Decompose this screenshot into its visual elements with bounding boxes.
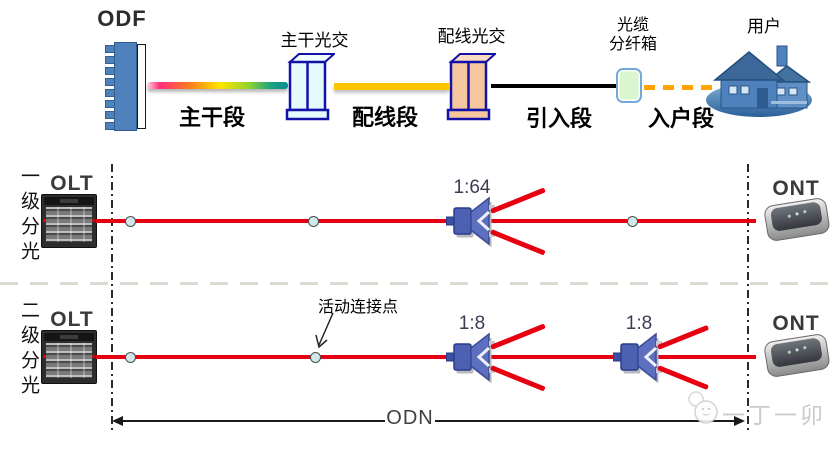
- odn-arrowhead-right: [734, 416, 745, 426]
- user-house-icon: [706, 45, 812, 117]
- row1-connection-dot-3: [627, 216, 638, 227]
- row1-ont-device-icon: [764, 198, 830, 241]
- row1-fiber-line: [96, 219, 756, 223]
- user-label: 用户: [747, 17, 781, 36]
- row1-olt-label: OLT: [50, 172, 94, 195]
- row1-splitter-branch-up: [490, 187, 546, 214]
- row1-side-label: 一级分光: [18, 166, 39, 266]
- trunk-segment-label: 主干段: [179, 105, 246, 130]
- row1-olt-device-icon: [41, 194, 97, 248]
- odf-body: [114, 42, 137, 131]
- row2-splitter1-branch-up: [490, 323, 546, 350]
- odn-arrowhead-left: [112, 416, 123, 426]
- row2-fiber-line: [96, 355, 756, 359]
- active-connection-label: 活动连接点: [318, 299, 399, 316]
- distribution-cabinet-label: 配线光交: [437, 27, 506, 46]
- row1-ont-label: ONT: [772, 177, 820, 200]
- row2-side-label: 二级分光: [18, 300, 39, 400]
- odn-span-line-right: [435, 420, 735, 422]
- row1-splitter-branch-down: [490, 229, 546, 256]
- watermark-text: 一丁一卯: [722, 402, 826, 428]
- fiber-box-icon: [616, 68, 642, 103]
- row1-connection-dot-2: [308, 216, 319, 227]
- trunk-cabinet-label: 主干光交: [280, 31, 349, 50]
- active-connection-arrow: [315, 312, 334, 349]
- distribution-segment-line: [334, 83, 449, 90]
- row2-splitter1-ratio-label: 1:8: [458, 313, 486, 334]
- watermark-mascot-icon: [688, 391, 718, 424]
- fiber-box-label: 光缆 分纤箱: [608, 17, 657, 53]
- row1-splitter-ratio-label: 1:64: [453, 177, 491, 198]
- odf-ports: [105, 45, 115, 130]
- odn-span-line-left: [121, 420, 385, 422]
- home-segment-label: 入户段: [648, 106, 715, 131]
- row2-ont-label: ONT: [772, 312, 820, 335]
- row1-connection-dot-1: [125, 216, 136, 227]
- row2-olt-label: OLT: [50, 308, 94, 331]
- distribution-cabinet-icon: [446, 53, 496, 121]
- row2-ont-device-icon: [764, 334, 830, 377]
- row2-splitter1-icon: [446, 332, 495, 383]
- leadin-segment-line: [491, 84, 618, 88]
- odf-label: ODF: [97, 6, 147, 31]
- row2-olt-device-icon: [41, 330, 97, 384]
- row2-splitter2-icon: [613, 332, 662, 383]
- odf-panel: [137, 44, 146, 129]
- left-boundary-line: [111, 164, 113, 432]
- leadin-segment-label: 引入段: [526, 106, 593, 131]
- section-divider: [0, 282, 840, 285]
- home-segment-line: [644, 85, 717, 90]
- trunk-cabinet-icon: [285, 53, 335, 121]
- right-boundary-line: [747, 164, 749, 432]
- row2-splitter2-ratio-label: 1:8: [625, 313, 653, 334]
- distribution-segment-label: 配线段: [352, 105, 419, 130]
- odf-device-icon: [105, 42, 149, 132]
- row2-connection-dot-1: [125, 352, 136, 363]
- row2-splitter1-branch-down: [490, 365, 546, 392]
- row1-splitter-icon: [446, 196, 495, 247]
- row2-active-connection-dot: [310, 352, 321, 363]
- odn-label: ODN: [386, 407, 434, 429]
- trunk-segment-line: [147, 82, 288, 89]
